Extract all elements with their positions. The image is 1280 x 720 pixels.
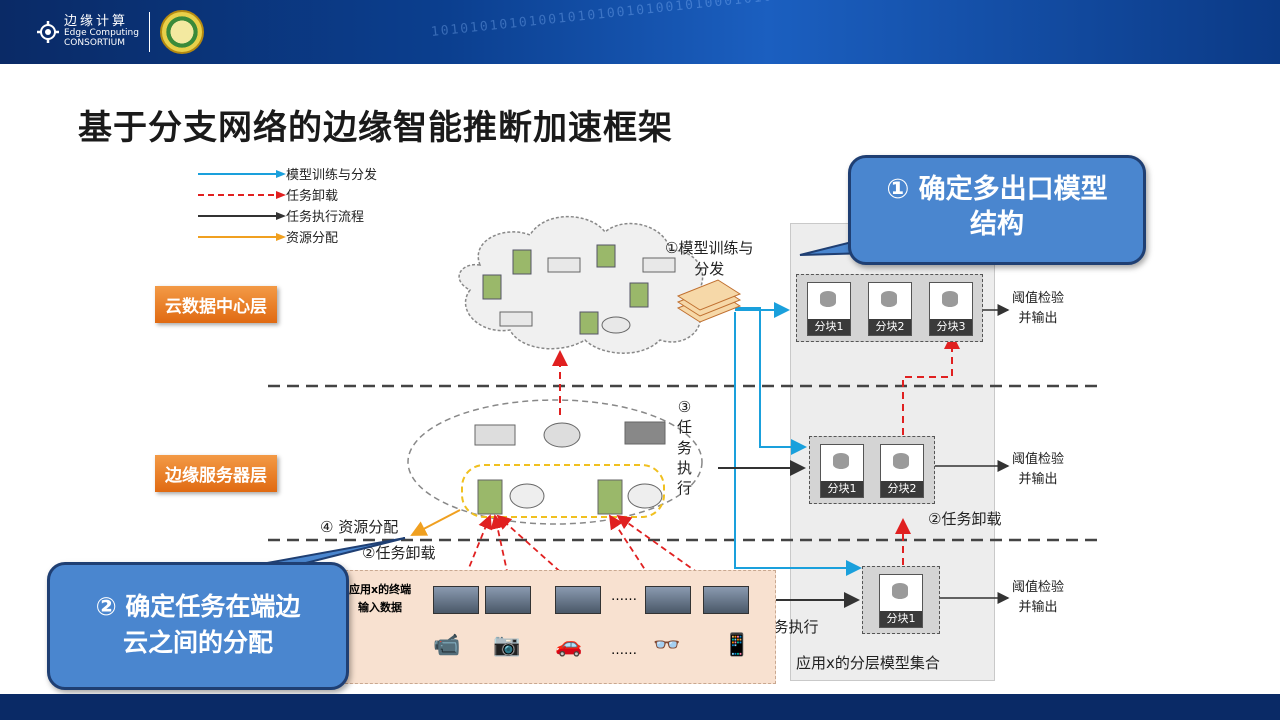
input-image bbox=[703, 586, 749, 614]
camera-icon: 📷 bbox=[493, 633, 521, 658]
gear-icon bbox=[37, 21, 59, 43]
legend-train-line bbox=[198, 169, 286, 178]
edge-layer-label: 边缘服务器层 bbox=[155, 455, 277, 492]
legend-resource-label: 资源分配 bbox=[286, 231, 339, 246]
logo-en1: Edge Computing bbox=[64, 28, 139, 39]
device-block-group: 分块1 bbox=[862, 566, 940, 634]
edge-block-group: 分块1 分块2 bbox=[809, 436, 935, 504]
resource-line bbox=[410, 509, 461, 536]
logo-cn: 边缘计算 bbox=[64, 13, 129, 29]
cloud-block-group: 分块1 分块2 分块3 bbox=[796, 274, 983, 342]
logo-divider bbox=[148, 12, 150, 52]
input-image bbox=[645, 586, 691, 614]
phone-icon: 📱 bbox=[723, 633, 751, 658]
legend-item-resource: 资源分配 bbox=[198, 226, 377, 247]
input-image bbox=[485, 586, 531, 614]
footer-bar bbox=[0, 694, 1280, 720]
block-icon: 分块2 bbox=[880, 444, 924, 498]
legend-exec-line bbox=[198, 211, 286, 220]
threshold-output-cloud: 阈值检验并输出 bbox=[1012, 291, 1065, 327]
legend-item-exec: 任务执行流程 bbox=[198, 205, 377, 226]
edge-server-group bbox=[461, 464, 665, 518]
threshold-output-edge: 阈值检验并输出 bbox=[1012, 452, 1065, 488]
terminal-panel: 应用x的终端输入数据 …… 📹 📷 🚗 …… 👓 📱 bbox=[340, 570, 776, 684]
cloud-layer-label: 云数据中心层 bbox=[155, 286, 277, 323]
legend-resource-line bbox=[198, 232, 286, 241]
offload-label-right: ②任务卸载 bbox=[928, 510, 1002, 528]
car-icon: 🚗 bbox=[555, 633, 583, 658]
block-icon: 分块1 bbox=[807, 282, 851, 336]
legend-item-offload: 任务卸载 bbox=[198, 184, 377, 205]
legend: 模型训练与分发 任务卸载 任务执行流程 资源分配 bbox=[198, 163, 377, 247]
block-icon: 分块3 bbox=[929, 282, 973, 336]
resource-label: ④ 资源分配 bbox=[320, 518, 399, 536]
page-title: 基于分支网络的边缘智能推断加速框架 bbox=[78, 108, 673, 148]
glasses-icon: 👓 bbox=[653, 633, 681, 658]
input-image bbox=[433, 586, 479, 614]
block-icon: 分块1 bbox=[879, 574, 923, 628]
collection-label: 应用x的分层模型集合 bbox=[796, 654, 940, 672]
offload-edge-cloud bbox=[902, 333, 960, 435]
legend-item-train: 模型训练与分发 bbox=[198, 163, 377, 184]
dome-camera-icon: 📹 bbox=[433, 633, 461, 658]
block-icon: 分块1 bbox=[820, 444, 864, 498]
legend-offload-line bbox=[198, 190, 286, 199]
train-dist-label: ①模型训练与 分发 bbox=[665, 239, 754, 278]
header-banner: 1010101010100101010010100101000101010101… bbox=[0, 0, 1280, 64]
edge-ellipse bbox=[407, 399, 703, 525]
threshold-output-device: 阈值检验并输出 bbox=[1012, 580, 1065, 616]
block-icon: 分块2 bbox=[868, 282, 912, 336]
input-image bbox=[555, 586, 601, 614]
callout-multi-exit: ① 确定多出口模型 结构 bbox=[848, 155, 1146, 265]
university-seal-icon bbox=[159, 10, 204, 54]
terminal-label: 应用x的终端输入数据 bbox=[349, 583, 412, 614]
legend-exec-label: 任务执行流程 bbox=[286, 210, 365, 225]
callout-task-allocation: ② 确定任务在端边 云之间的分配 bbox=[47, 562, 349, 690]
logo-en2: CONSORTIUM bbox=[64, 38, 126, 49]
train-line-edge bbox=[735, 307, 807, 455]
train-line-device bbox=[734, 312, 862, 576]
legend-offload-label: 任务卸载 bbox=[286, 189, 339, 204]
offload-label-bottom: ②任务卸载 bbox=[362, 544, 436, 562]
ecc-logo: 边缘计算 Edge Computing CONSORTIUM bbox=[36, 10, 204, 54]
legend-train-label: 模型训练与分发 bbox=[286, 168, 378, 183]
task-exec-vertical-label: ③ 任 务 执 行 bbox=[677, 398, 693, 497]
